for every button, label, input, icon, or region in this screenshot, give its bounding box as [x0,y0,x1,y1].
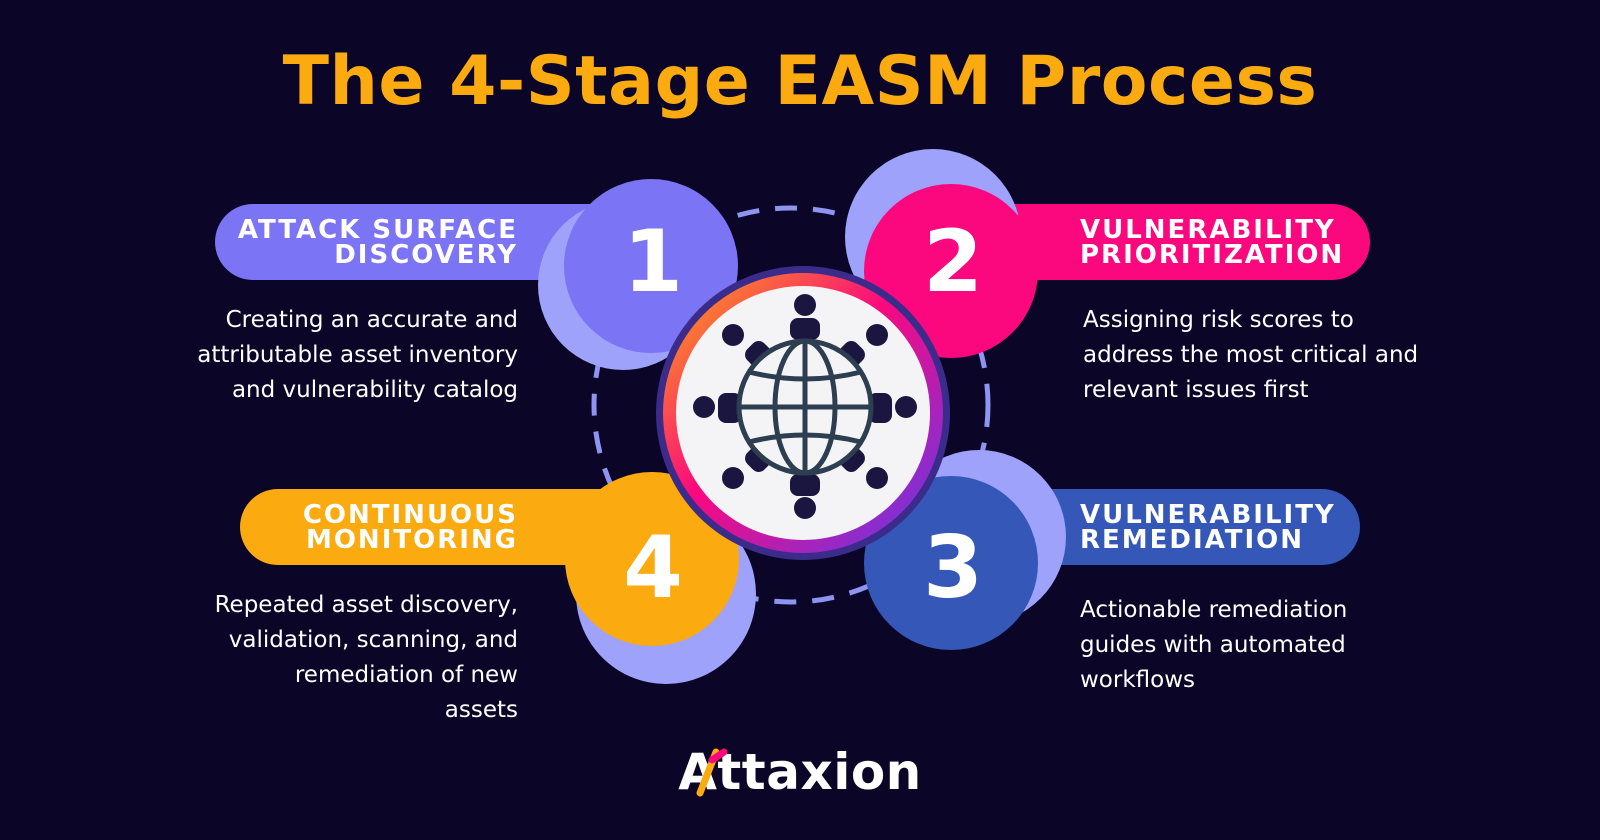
stage-3-description-line: Actionable remediation [1080,597,1348,623]
stage-4-shape [240,472,756,684]
stage-1-shape [215,179,738,370]
globe-icon [736,338,874,476]
stage-4-description-line: remediation of new [294,662,518,688]
logo-text: Attaxion [678,743,922,801]
stage-3-number: 3 [923,518,983,618]
stage-2-description-line: Assigning risk scores to [1083,307,1354,333]
stage-3-label-line1: VULNERABILITY [1080,500,1336,530]
stage-4-description-line: validation, scanning, and [228,627,518,653]
stage-4-number: 4 [623,518,683,618]
stage-4-label-line2: MONITORING [305,525,518,555]
stage-1-description: Creating an accurate and attributable as… [140,303,518,408]
stage-2-description-line: address the most critical and [1083,342,1419,368]
stage-1-label: ATTACK SURFACE DISCOVERY [230,215,518,270]
stage-2-number: 2 [923,212,983,312]
stage-4-label-line1: CONTINUOUS [302,500,518,530]
stage-3-description-line: workflows [1080,667,1196,693]
stage-3-description-line: guides with automated [1080,632,1346,658]
stage-3-shape [864,450,1360,650]
stage-3-label-line2: REMEDIATION [1080,525,1305,555]
stage-1-label-line2: DISCOVERY [334,240,518,270]
stage-4-label: CONTINUOUS MONITORING [250,500,518,555]
page-title: The 4-Stage EASM Process [282,42,1318,121]
stage-4-description-line: Repeated asset discovery, [214,592,518,618]
stage-1-label-line1: ATTACK SURFACE [237,215,518,245]
stage-4-description: Repeated asset discovery, validation, sc… [150,588,518,728]
globe-network-icon [693,294,917,519]
stage-1-description-line: attributable asset inventory [197,342,518,368]
stage-3-label: VULNERABILITY REMEDIATION [1080,500,1350,555]
stage-1-number: 1 [623,212,683,312]
stage-3-description: Actionable remediation guides with autom… [1080,593,1440,698]
stage-4-description-line: assets [444,697,518,723]
stage-2-label-line1: VULNERABILITY [1080,215,1336,245]
stage-2-description-line: relevant issues first [1083,377,1309,403]
stage-1-description-line: Creating an accurate and [225,307,518,333]
attaxion-logo: Attaxion [0,743,1600,801]
stage-2-label: VULNERABILITY PRIORITIZATION [1080,215,1360,270]
stage-2-label-line2: PRIORITIZATION [1080,240,1345,270]
stage-1-description-line: and vulnerability catalog [231,377,518,403]
dashed-ring [591,205,991,605]
stage-2-description: Assigning risk scores to address the mos… [1083,303,1483,408]
